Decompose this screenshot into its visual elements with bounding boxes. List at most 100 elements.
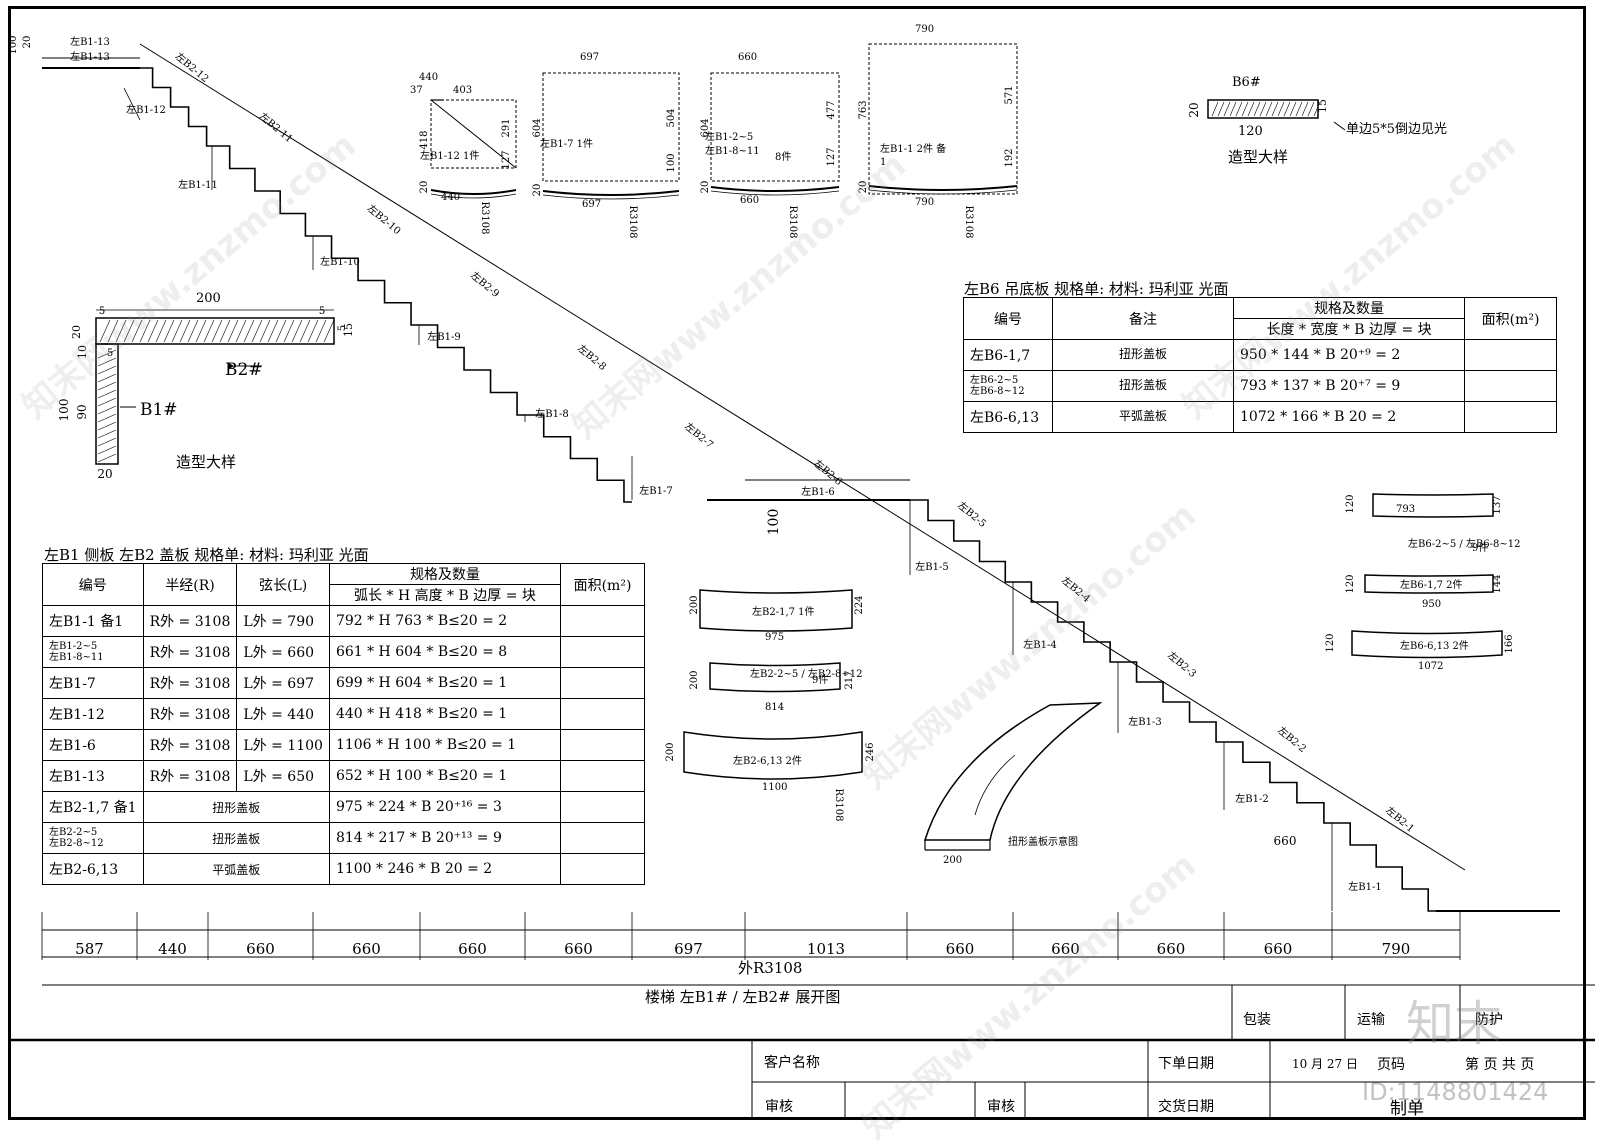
hatch bbox=[155, 319, 167, 343]
arc-b6-1-label: 左B6-2~5 / 左B6-8~12 bbox=[1408, 539, 1521, 550]
stair-caption: 楼梯 左B1# / 左B2# 展开图 bbox=[645, 988, 841, 1006]
b2-panel-label: 左B2-12 bbox=[173, 50, 212, 86]
b1-chord: L外 = 440 bbox=[236, 698, 330, 730]
hatch bbox=[1277, 101, 1285, 117]
tb-delivery: 交货日期 bbox=[1158, 1099, 1214, 1115]
curved-strip bbox=[430, 193, 517, 199]
b6-profile bbox=[1207, 99, 1319, 119]
b6-tag: B6# bbox=[1232, 75, 1261, 90]
p12-b-dim: 403 bbox=[453, 85, 473, 96]
b6-h-code: 编号 bbox=[963, 297, 1053, 340]
curved-strip bbox=[542, 190, 680, 196]
tb-page-of: 第 页 共 页 bbox=[1465, 1057, 1535, 1073]
hatch bbox=[1283, 101, 1291, 117]
p7-h: 100 bbox=[666, 153, 677, 172]
bottom-dim: 587 bbox=[75, 940, 104, 958]
b1-panel-label: 左B1-3 bbox=[1128, 715, 1161, 728]
hatch bbox=[97, 405, 117, 415]
bottom-dim: 660 bbox=[352, 940, 381, 958]
bottom-dim: 660 bbox=[458, 940, 487, 958]
panel-p7 bbox=[542, 72, 680, 182]
hatch bbox=[251, 319, 263, 343]
b1-chord: L外 = 697 bbox=[236, 667, 330, 699]
p12-t: 20 bbox=[419, 181, 430, 194]
b2-panel-label: 左B2-1 bbox=[1383, 804, 1417, 835]
watermark-id: ID:1148801424 bbox=[1362, 1078, 1549, 1106]
b1-code: 左B1-13 bbox=[42, 760, 144, 792]
b2-panel-label: 左B2-7 bbox=[682, 420, 716, 451]
b1-spec: 652 * H 100 * B≤20 = 1 bbox=[328, 760, 562, 792]
b1-code: 左B1-6 bbox=[42, 729, 144, 761]
arc-h: 200 bbox=[665, 742, 676, 761]
stair-flight-lower bbox=[1224, 741, 1332, 824]
b1-spec: 440 * H 418 * B≤20 = 1 bbox=[328, 698, 562, 730]
bdetail-h4: 5 bbox=[107, 348, 113, 359]
hatch bbox=[97, 413, 117, 423]
hatch bbox=[97, 357, 117, 367]
b1-spec: 814 * 217 * B 20⁺¹³ = 9 bbox=[328, 822, 562, 854]
hatch bbox=[1289, 101, 1297, 117]
arc-h: 224 bbox=[854, 595, 865, 614]
p2-count: 8件 bbox=[775, 152, 792, 163]
b1-panel-label: 左B1-8 bbox=[535, 407, 568, 420]
tb-review: 审核 bbox=[765, 1099, 793, 1115]
stair-flight-lower bbox=[1013, 581, 1118, 663]
bdetail-caption: 造型大样 bbox=[176, 453, 237, 471]
bdetail-h2: 15 bbox=[342, 323, 355, 337]
b1-type: 扭形盖板 bbox=[142, 822, 330, 854]
hatch bbox=[1313, 101, 1321, 117]
hatch bbox=[97, 453, 117, 463]
leader bbox=[1333, 121, 1346, 131]
curved-strip bbox=[868, 185, 1018, 191]
bottom-dim: 790 bbox=[1382, 940, 1411, 958]
arc-b6-3 bbox=[1351, 630, 1503, 659]
b6-table-title: 左B6 吊底板 规格单: 材料: 玛利亚 光面 bbox=[964, 280, 1229, 298]
b6-note: 单边5*5倒边见光 bbox=[1346, 122, 1448, 137]
b1-radius: R外 = 3108 bbox=[142, 760, 238, 792]
hatch bbox=[97, 373, 117, 383]
p1-label-b: 1 bbox=[880, 157, 887, 168]
hatch bbox=[195, 319, 207, 343]
b1-spec-table: 编号 半经(R) 弦长(L) 规格及数量 面积(m²) 弧长 * H 高度 * … bbox=[42, 563, 645, 885]
hatch bbox=[139, 319, 151, 343]
arc-h: 200 bbox=[689, 595, 700, 614]
hatch bbox=[147, 319, 159, 343]
hatch bbox=[1217, 101, 1225, 117]
p1-h: 192 bbox=[1004, 148, 1015, 167]
b1-radius: R外 = 3108 bbox=[142, 605, 238, 637]
b1-area bbox=[560, 698, 645, 730]
b1-code: 左B1-7 bbox=[42, 667, 144, 699]
hatch bbox=[1253, 101, 1261, 117]
hatch bbox=[315, 319, 327, 343]
arc-b6-3-width: 1072 bbox=[1418, 661, 1444, 672]
b1-h-area: 面积(m²) bbox=[560, 563, 645, 606]
arc-b2-3-label: 左B2-6,13 2件 bbox=[733, 756, 802, 767]
radius-label: 外R3108 bbox=[738, 959, 803, 977]
hatch bbox=[1271, 101, 1279, 117]
b1-area bbox=[560, 791, 645, 823]
b6-note: 平弧盖板 bbox=[1052, 401, 1234, 433]
b1-panel-label: 左B1-2 bbox=[1235, 792, 1268, 805]
b1-h-r: 半经(R) bbox=[142, 563, 238, 606]
b6-h-area: 面积(m²) bbox=[1464, 297, 1557, 340]
hatch bbox=[1223, 101, 1231, 117]
b1-h-spec: 规格及数量 bbox=[328, 563, 562, 585]
p2-label-a: 左B1-2~5 bbox=[705, 132, 754, 143]
b1-panel-label: 左B1-4 bbox=[1023, 638, 1056, 651]
bottom-dim: 440 bbox=[158, 940, 187, 958]
b2-panel-label: 左B2-5 bbox=[955, 499, 989, 530]
hatch bbox=[97, 381, 117, 391]
arc-h: 137 bbox=[1492, 495, 1503, 514]
p2-top-dim: 660 bbox=[738, 52, 758, 63]
b6-area bbox=[1464, 401, 1557, 433]
b6-h-spec: 规格及数量 bbox=[1232, 297, 1466, 319]
p2-h: 477 bbox=[826, 100, 837, 119]
arc-h: 120 bbox=[1325, 633, 1336, 652]
arc-b2-2 bbox=[709, 662, 841, 693]
b1-panel-label: 左B1-1 bbox=[1348, 880, 1381, 893]
b1-chord: L外 = 660 bbox=[236, 636, 330, 668]
